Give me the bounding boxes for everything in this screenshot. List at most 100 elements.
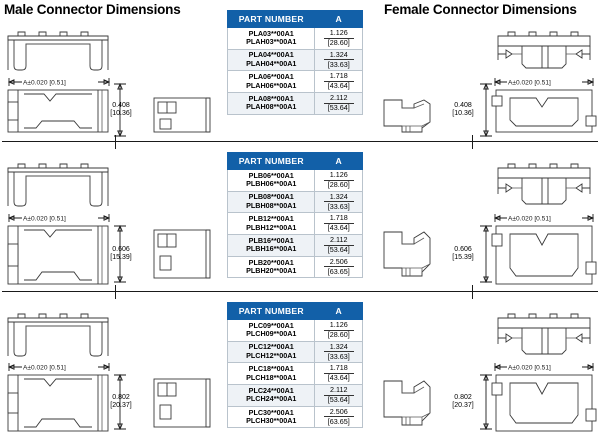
- female-height-inch-b: 0.606: [454, 246, 472, 253]
- female-height-mm-b: [15.39]: [452, 254, 474, 262]
- pn-line-1: PLC09**00A1: [248, 320, 294, 330]
- height-dimension-a: [112, 80, 128, 140]
- cell-part-number: PLB20**00A1 PLBH20**00A1: [226, 255, 316, 279]
- pn-line-2: PLAH08**00A1: [246, 102, 297, 112]
- cell-a-value: 1.718 [43.64]: [314, 70, 363, 94]
- table-row[interactable]: PLC09**00A1 PLCH09**00A1 1.126 [28.60]: [226, 319, 363, 342]
- table-header-row: PART NUMBER A: [226, 302, 363, 320]
- a-inch: 1.718: [323, 364, 354, 374]
- female-top-view-b: [491, 224, 597, 286]
- a-mm: [28.60]: [327, 330, 350, 340]
- divider-tick-right: [472, 135, 473, 149]
- a-inch: 1.324: [323, 50, 354, 61]
- a-mm: [28.60]: [327, 180, 350, 190]
- female-width-dimension-text-a: A±0.020 [0.51]: [508, 80, 551, 87]
- male-top-view-a: [6, 88, 110, 134]
- cell-a-value: 1.718 [43.64]: [314, 212, 363, 236]
- male-iso-view-b: [152, 228, 214, 280]
- table-row[interactable]: PLC30**00A1 PLCH30**00A1 2.506 [63.65]: [226, 405, 363, 429]
- female-height-dimension-a: [478, 80, 494, 140]
- cell-a-value: 1.718 [43.64]: [314, 362, 363, 386]
- pn-line-1: PLC24**00A1: [248, 385, 294, 395]
- dimension-table-a: PART NUMBER A PLA03**00A1 PLAH03**00A1 1…: [226, 10, 363, 115]
- cell-a-value: 1.324 [33.63]: [314, 340, 363, 364]
- pn-line-1: PLC18**00A1: [248, 364, 294, 374]
- pn-line-2: PLAH06**00A1: [246, 80, 297, 90]
- a-inch: 2.506: [323, 407, 354, 418]
- cell-part-number: PLB08**00A1 PLBH08**00A1: [226, 190, 316, 214]
- cell-part-number: PLA08**00A1 PLAH08**00A1: [226, 92, 316, 115]
- th-a: A: [314, 302, 363, 320]
- male-front-view-c: [6, 312, 110, 358]
- female-width-dimension-text-c: A±0.020 [0.51]: [508, 365, 551, 372]
- female-height-label-a: 0.408 [10.36]: [440, 102, 486, 119]
- pn-line-1: PLC30**00A1: [248, 407, 294, 417]
- pn-line-2: PLBH12**00A1: [246, 222, 297, 232]
- cell-part-number: PLA03**00A1 PLAH03**00A1: [226, 27, 316, 50]
- page-title-female: Female Connector Dimensions: [384, 2, 577, 17]
- pn-line-2: PLBH06**00A1: [246, 179, 297, 189]
- th-part-number: PART NUMBER: [226, 302, 316, 320]
- table-row[interactable]: PLB16**00A1 PLBH16**00A1 2.112 [53.64]: [226, 234, 363, 257]
- cell-part-number: PLC09**00A1 PLCH09**00A1: [226, 319, 316, 342]
- table-row[interactable]: PLB08**00A1 PLBH08**00A1 1.324 [33.63]: [226, 190, 363, 214]
- cell-a-value: 2.506 [63.65]: [314, 255, 363, 279]
- female-iso-view-c: [380, 377, 436, 429]
- a-inch: 1.126: [323, 170, 354, 181]
- table-row[interactable]: PLB12**00A1 PLBH12**00A1 1.718 [43.64]: [226, 212, 363, 236]
- male-iso-view-c: [152, 377, 214, 429]
- female-width-dimension-b: A±0.020 [0.51]: [492, 211, 600, 225]
- table-row[interactable]: PLC12**00A1 PLCH12**00A1 1.324 [33.63]: [226, 340, 363, 364]
- cell-part-number: PLC18**00A1 PLCH18**00A1: [226, 362, 316, 386]
- male-top-view-c: [6, 373, 110, 433]
- a-inch: 2.112: [323, 235, 354, 246]
- pn-line-2: PLBH08**00A1: [246, 201, 297, 211]
- a-inch: 1.126: [323, 28, 354, 39]
- width-dimension-a: A±0.020 [0.51]: [6, 75, 116, 89]
- male-front-view-a: [6, 30, 110, 72]
- cell-part-number: PLA06**00A1 PLAH06**00A1: [226, 70, 316, 94]
- pn-line-1: PLA06**00A1: [248, 72, 294, 82]
- a-mm: [43.64]: [327, 81, 350, 91]
- a-mm: [53.64]: [327, 245, 350, 255]
- height-inch-b: 0.606: [112, 246, 130, 253]
- width-dimension-text-a: A±0.020 [0.51]: [23, 80, 66, 87]
- cell-a-value: 2.112 [53.64]: [314, 92, 363, 115]
- a-mm: [28.60]: [327, 38, 350, 48]
- table-row[interactable]: PLB20**00A1 PLBH20**00A1 2.506 [63.65]: [226, 255, 363, 279]
- a-inch: 1.324: [323, 192, 354, 203]
- th-a: A: [314, 10, 363, 28]
- height-label-a: 0.408 [10.36]: [98, 102, 144, 119]
- female-height-mm-c: [20.37]: [452, 402, 474, 410]
- table-row[interactable]: PLA03**00A1 PLAH03**00A1 1.126 [28.60]: [226, 27, 363, 50]
- height-label-c: 0.802 [20.37]: [98, 394, 144, 411]
- a-mm: [33.63]: [327, 59, 350, 69]
- height-mm-c: [20.37]: [110, 402, 132, 410]
- table-row[interactable]: PLA06**00A1 PLAH06**00A1 1.718 [43.64]: [226, 70, 363, 94]
- pn-line-2: PLAH04**00A1: [246, 59, 297, 69]
- female-height-inch-a: 0.408: [454, 102, 472, 109]
- a-inch: 2.506: [323, 257, 354, 268]
- th-a: A: [314, 152, 363, 170]
- a-mm: [33.63]: [327, 201, 350, 211]
- table-row[interactable]: PLA08**00A1 PLAH08**00A1 2.112 [53.64]: [226, 92, 363, 115]
- table-row[interactable]: PLC24**00A1 PLCH24**00A1 2.112 [53.64]: [226, 384, 363, 407]
- section-divider-2: [2, 285, 598, 299]
- table-row[interactable]: PLA04**00A1 PLAH04**00A1 1.324 [33.63]: [226, 48, 363, 72]
- table-row[interactable]: PLB06**00A1 PLBH06**00A1 1.126 [28.60]: [226, 169, 363, 192]
- width-dimension-text-b: A±0.020 [0.51]: [23, 216, 66, 223]
- height-label-b: 0.606 [15.39]: [98, 246, 144, 263]
- table-header-row: PART NUMBER A: [226, 152, 363, 170]
- cell-part-number: PLB06**00A1 PLBH06**00A1: [226, 169, 316, 192]
- divider-tick-left: [115, 285, 116, 299]
- female-height-dimension-b: [478, 222, 494, 286]
- pn-line-1: PLB16**00A1: [248, 235, 294, 245]
- pn-line-2: PLCH18**00A1: [246, 372, 297, 382]
- a-mm: [53.64]: [327, 103, 350, 113]
- width-dimension-b: A±0.020 [0.51]: [6, 211, 116, 225]
- dimension-table-b: PART NUMBER A PLB06**00A1 PLBH06**00A1 1…: [226, 152, 363, 279]
- th-part-number: PART NUMBER: [226, 10, 316, 28]
- table-row[interactable]: PLC18**00A1 PLCH18**00A1 1.718 [43.64]: [226, 362, 363, 386]
- height-dimension-c: [112, 371, 128, 433]
- cell-a-value: 2.506 [63.65]: [314, 405, 363, 429]
